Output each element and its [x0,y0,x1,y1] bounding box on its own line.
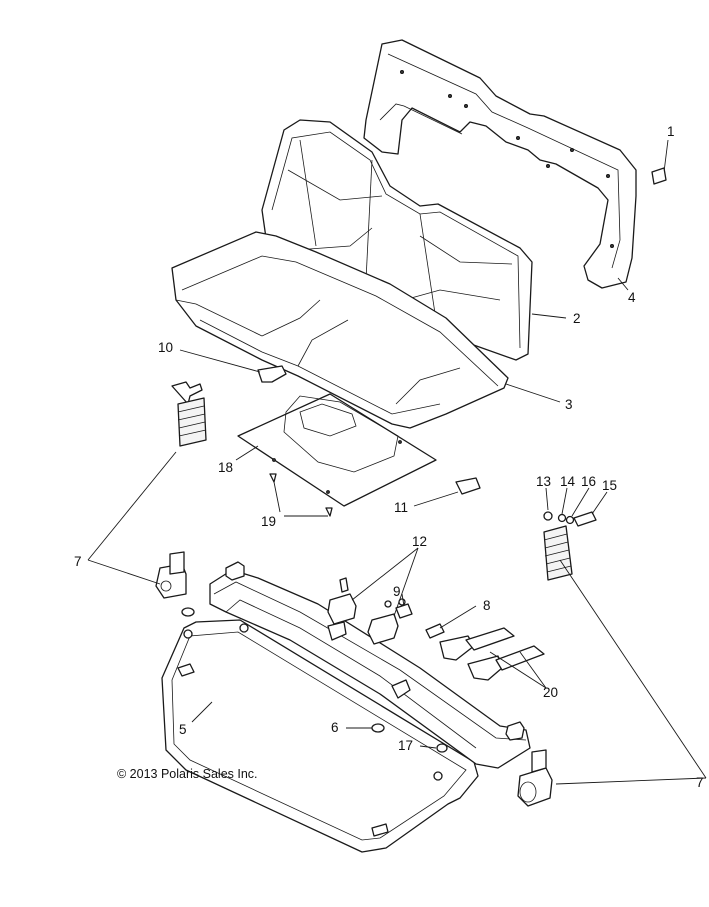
callout-2: 2 [573,311,581,326]
seat-rail [209,561,531,769]
bolt-part-9 [395,593,413,619]
bolt-part-8 [425,605,477,639]
callout-12: 12 [412,534,427,549]
copyright-notice: © 2013 Polaris Sales Inc. [117,767,258,781]
bumper-part-16 [419,743,448,753]
seat-base-panel [237,393,437,507]
screw-part-1 [651,139,669,185]
spring-left [171,381,207,447]
callout-14: 14 [560,474,576,489]
grommet-left [181,607,195,617]
screw-part-19 [269,473,333,517]
callout-4: 4 [628,290,636,305]
belt-part-20 [439,627,547,689]
callout-5: 5 [179,722,187,737]
callout-7-right: 7 [696,775,704,790]
spring-right [543,525,573,581]
clip-part-11 [413,477,481,507]
callout-17: 16 [581,474,596,489]
callout-8: 8 [483,598,491,613]
callout-18: 18 [218,460,233,475]
clip-part-10 [179,349,287,383]
leader-lines [87,277,707,785]
callout-10: 10 [158,340,173,355]
callout-6: 6 [331,720,339,735]
callout-7-left: 7 [74,554,82,569]
callout-19: 19 [261,514,276,529]
seat-back-panel [363,39,637,289]
callout-16: 17 [398,738,413,753]
hardware-13-14-17-15 [543,487,608,527]
callout-13: 13 [536,474,551,489]
bumper-part-6 [346,723,385,733]
callout-1: 1 [667,124,675,139]
buckle-part-12 [327,547,419,645]
seat-frame [161,619,479,853]
callouts: 1 2 3 4 5 6 7 7 8 9 10 11 12 13 14 16 15… [74,124,704,790]
latch-left [155,551,187,599]
latch-right [517,749,553,807]
callout-11: 11 [394,500,408,515]
callout-15: 15 [602,478,617,493]
seat-bottom-cushion [171,231,509,429]
callout-9: 9 [393,584,401,599]
callout-3: 3 [565,397,573,412]
callout-20: 20 [543,685,558,700]
